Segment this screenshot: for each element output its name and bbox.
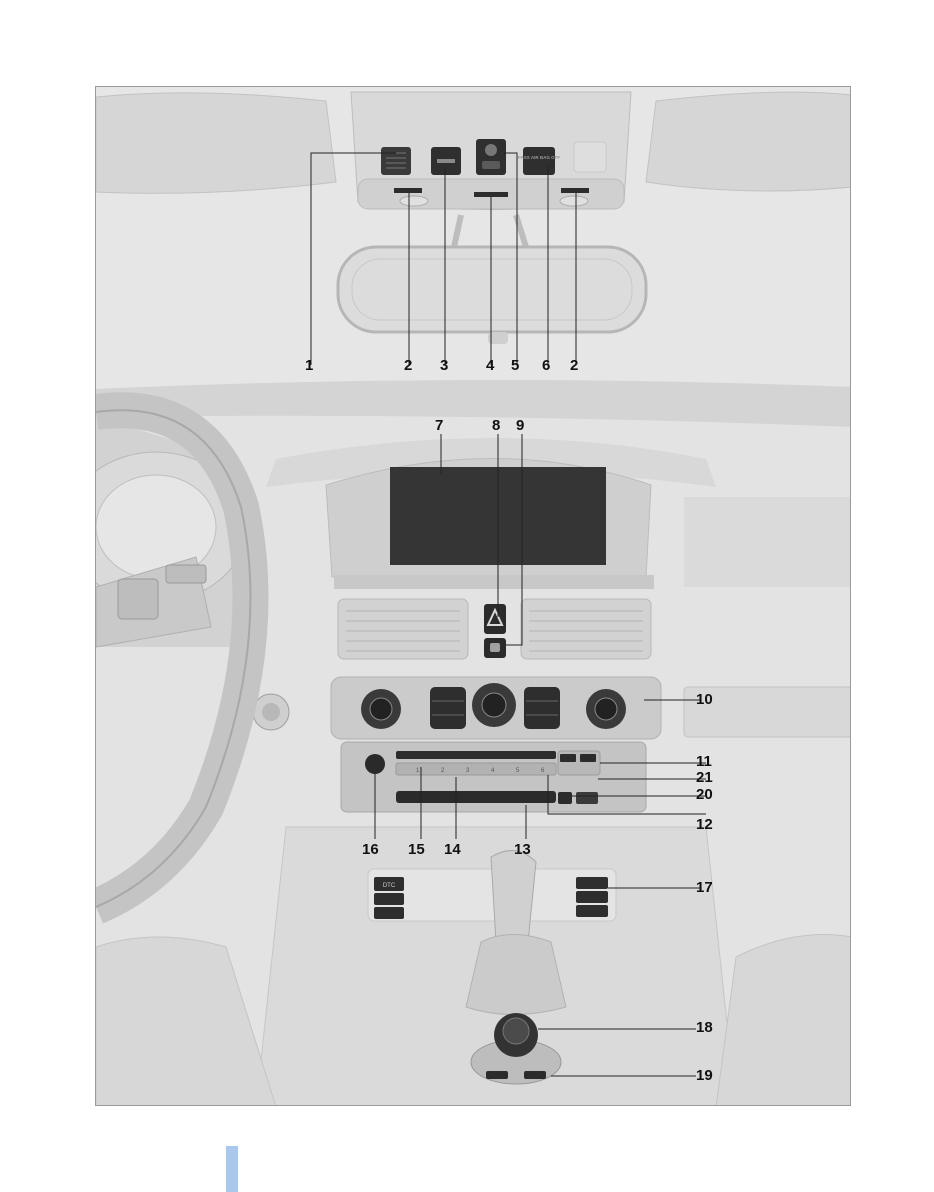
callout-19: 19 <box>696 1068 713 1083</box>
menu-button <box>486 1071 508 1079</box>
callout-4: 4 <box>486 358 494 373</box>
gear-selector <box>491 851 536 942</box>
air-vent-left <box>338 599 468 659</box>
volume-knob <box>365 754 385 774</box>
svg-text:DTC: DTC <box>383 883 396 889</box>
callout-3: 3 <box>440 358 448 373</box>
airbag-indicator <box>523 147 555 175</box>
callout-11: 11 <box>696 754 712 769</box>
callout-20: 20 <box>696 787 713 802</box>
reading-light-left <box>394 188 422 193</box>
callout-21: 21 <box>696 770 713 785</box>
cd-slot <box>396 751 556 759</box>
callout-14: 14 <box>444 842 461 857</box>
callout-15: 15 <box>408 842 425 857</box>
seat-passenger <box>716 935 851 1107</box>
preset-buttons: 1 2 3 4 5 6 <box>396 763 556 775</box>
callout-13: 13 <box>514 842 531 857</box>
callout-12: 12 <box>696 817 713 832</box>
reading-light-center <box>474 192 508 197</box>
callout-10: 10 <box>696 692 713 707</box>
callout-17: 17 <box>696 880 713 895</box>
callout-2-left: 2 <box>404 358 412 373</box>
callout-7: 7 <box>435 418 443 433</box>
page-edge-tab <box>226 1146 238 1192</box>
reading-light-right <box>561 188 589 193</box>
callout-2-right: 2 <box>570 358 578 373</box>
airbag-indicator-label: PASS AIR BAG OFF <box>518 155 561 160</box>
cockpit-illustration: PASS AIR BAG OFF <box>95 86 851 1106</box>
overhead-button-1 <box>381 147 411 175</box>
callout-16: 16 <box>362 842 379 857</box>
callout-6: 6 <box>542 358 550 373</box>
dvd-slot <box>396 791 556 803</box>
callout-5: 5 <box>511 358 519 373</box>
callout-18: 18 <box>696 1020 713 1035</box>
sun-visor-right <box>646 92 851 191</box>
callout-8: 8 <box>492 418 500 433</box>
air-vent-right <box>521 599 651 659</box>
sun-visor-left <box>96 93 336 193</box>
callout-1: 1 <box>305 358 313 373</box>
rear-view-mirror <box>338 247 646 332</box>
callout-9: 9 <box>516 418 524 433</box>
